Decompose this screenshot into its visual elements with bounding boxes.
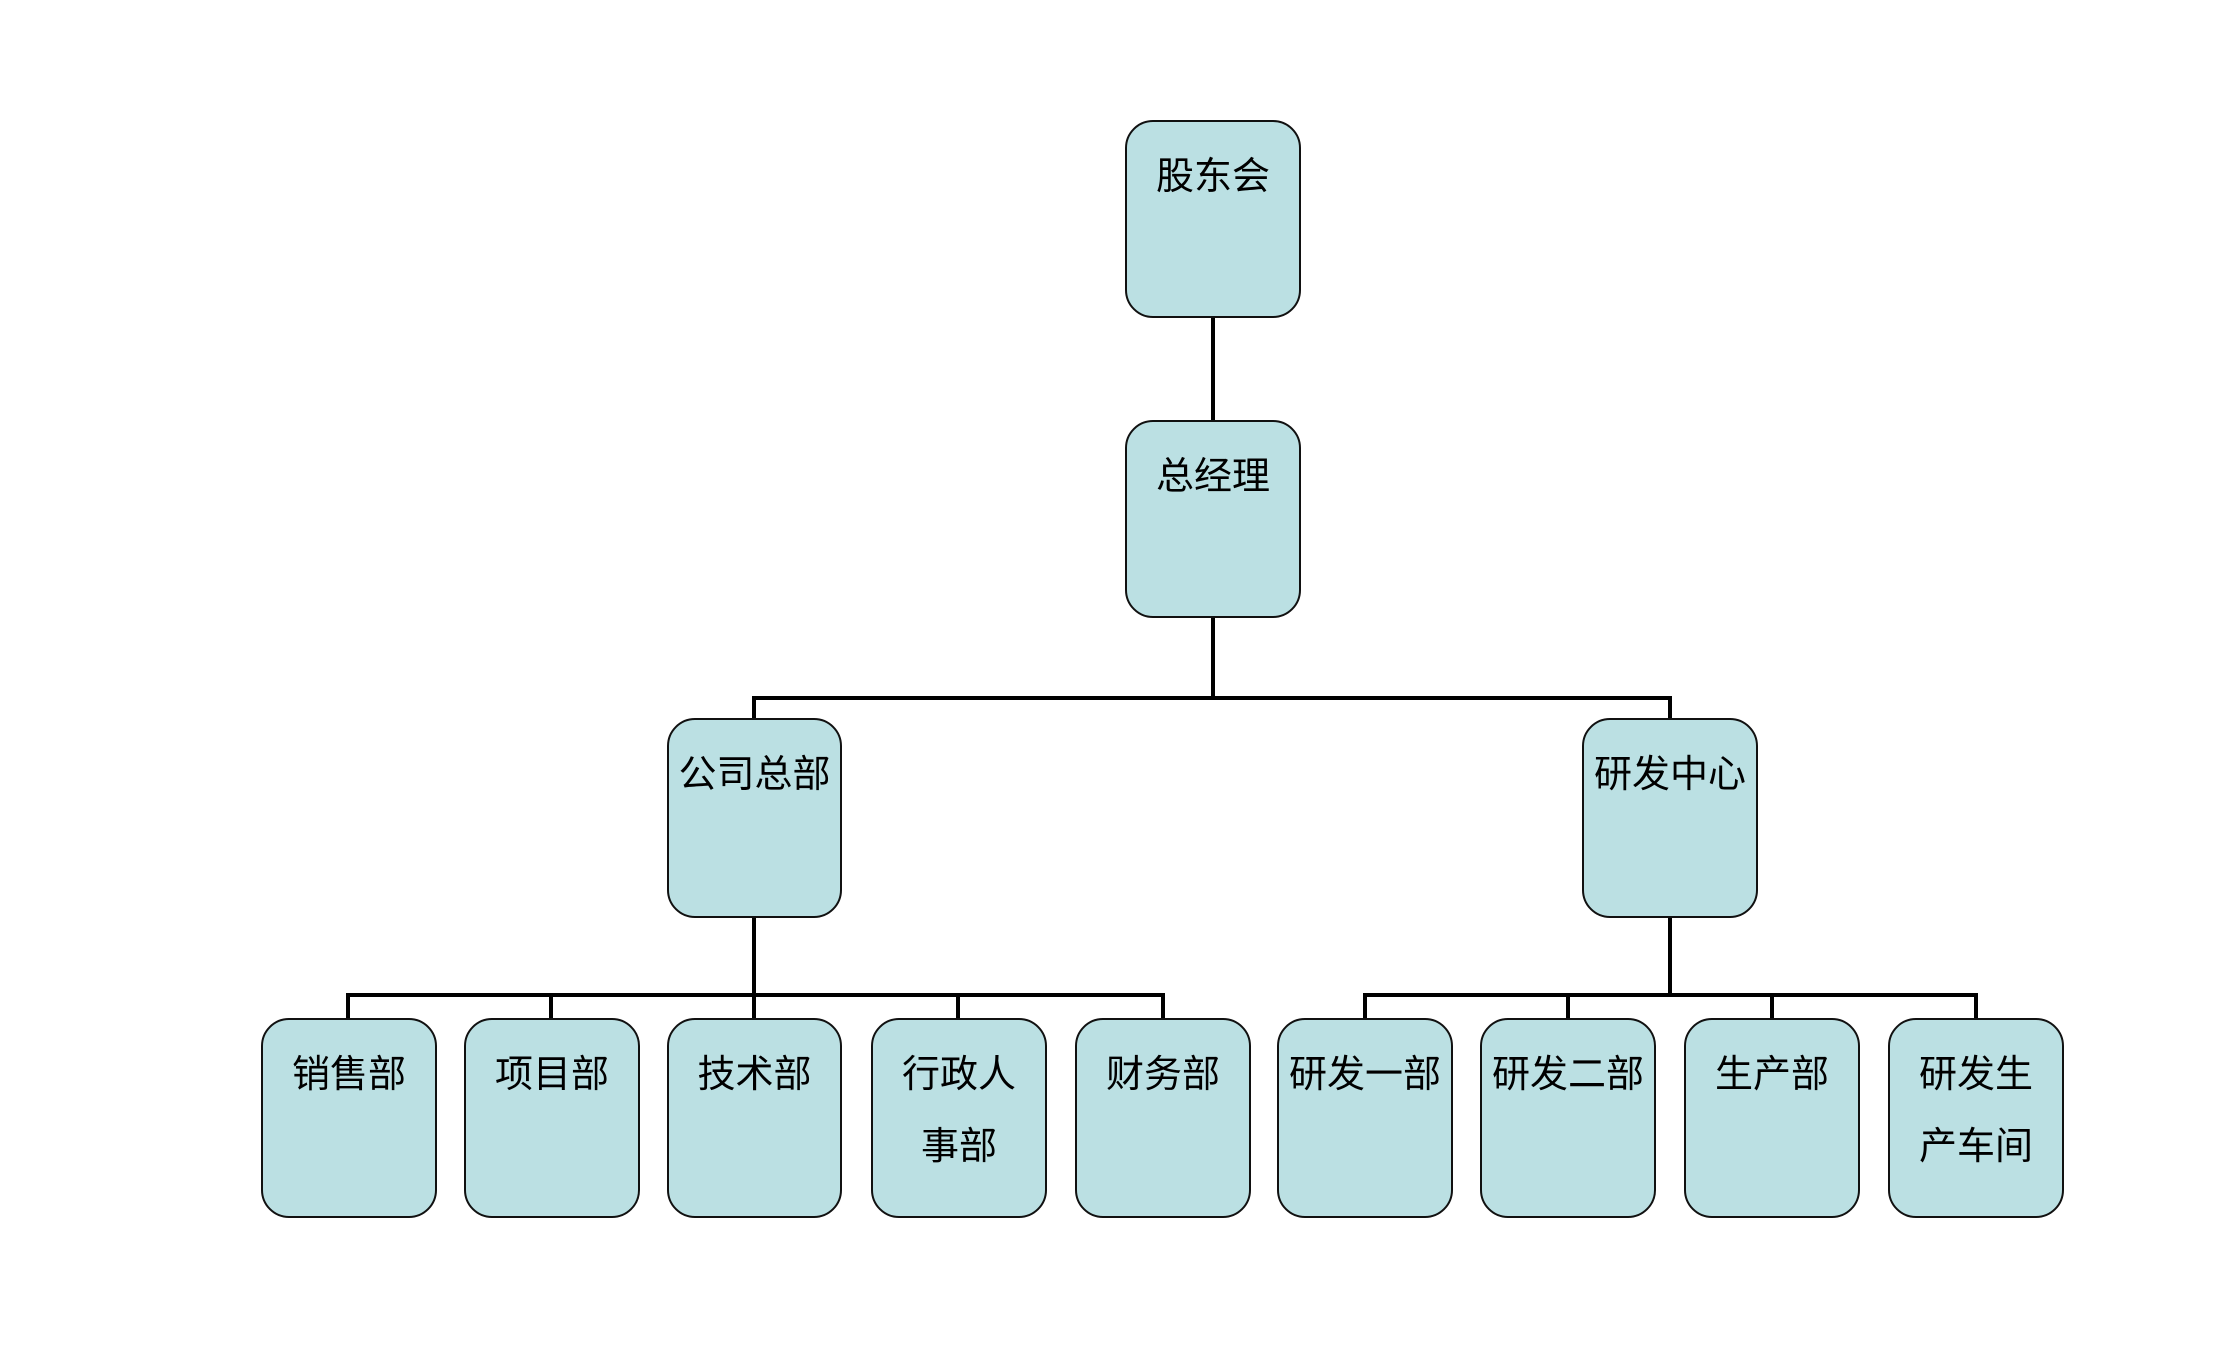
node-projects-dept: 项目部 bbox=[464, 1018, 640, 1218]
node-label: 股东会 bbox=[1155, 154, 1270, 198]
node-label: 行政人事部 bbox=[901, 1052, 1016, 1168]
node-rd-dept-2: 研发二部 bbox=[1480, 1018, 1656, 1218]
node-general-manager: 总经理 bbox=[1125, 420, 1301, 618]
node-label: 销售部 bbox=[291, 1052, 406, 1096]
node-label: 研发一部 bbox=[1288, 1052, 1441, 1096]
node-shareholders-meeting: 股东会 bbox=[1125, 120, 1301, 318]
node-finance-dept: 财务部 bbox=[1075, 1018, 1251, 1218]
node-label: 研发生产车间 bbox=[1918, 1052, 2033, 1168]
node-label: 公司总部 bbox=[678, 752, 831, 796]
node-admin-hr-dept: 行政人事部 bbox=[871, 1018, 1047, 1218]
node-production-dept: 生产部 bbox=[1684, 1018, 1860, 1218]
node-tech-dept: 技术部 bbox=[667, 1018, 842, 1218]
node-label: 研发中心 bbox=[1593, 752, 1746, 796]
node-label: 总经理 bbox=[1155, 454, 1270, 498]
node-rd-center: 研发中心 bbox=[1582, 718, 1758, 918]
node-sales-dept: 销售部 bbox=[261, 1018, 437, 1218]
node-label: 生产部 bbox=[1714, 1052, 1829, 1096]
node-label: 财务部 bbox=[1105, 1052, 1220, 1096]
node-label: 项目部 bbox=[494, 1052, 609, 1096]
node-rd-production-workshop: 研发生产车间 bbox=[1888, 1018, 2064, 1218]
node-company-headquarters: 公司总部 bbox=[667, 718, 842, 918]
node-label: 研发二部 bbox=[1491, 1052, 1644, 1096]
node-label: 技术部 bbox=[697, 1052, 812, 1096]
node-rd-dept-1: 研发一部 bbox=[1277, 1018, 1453, 1218]
